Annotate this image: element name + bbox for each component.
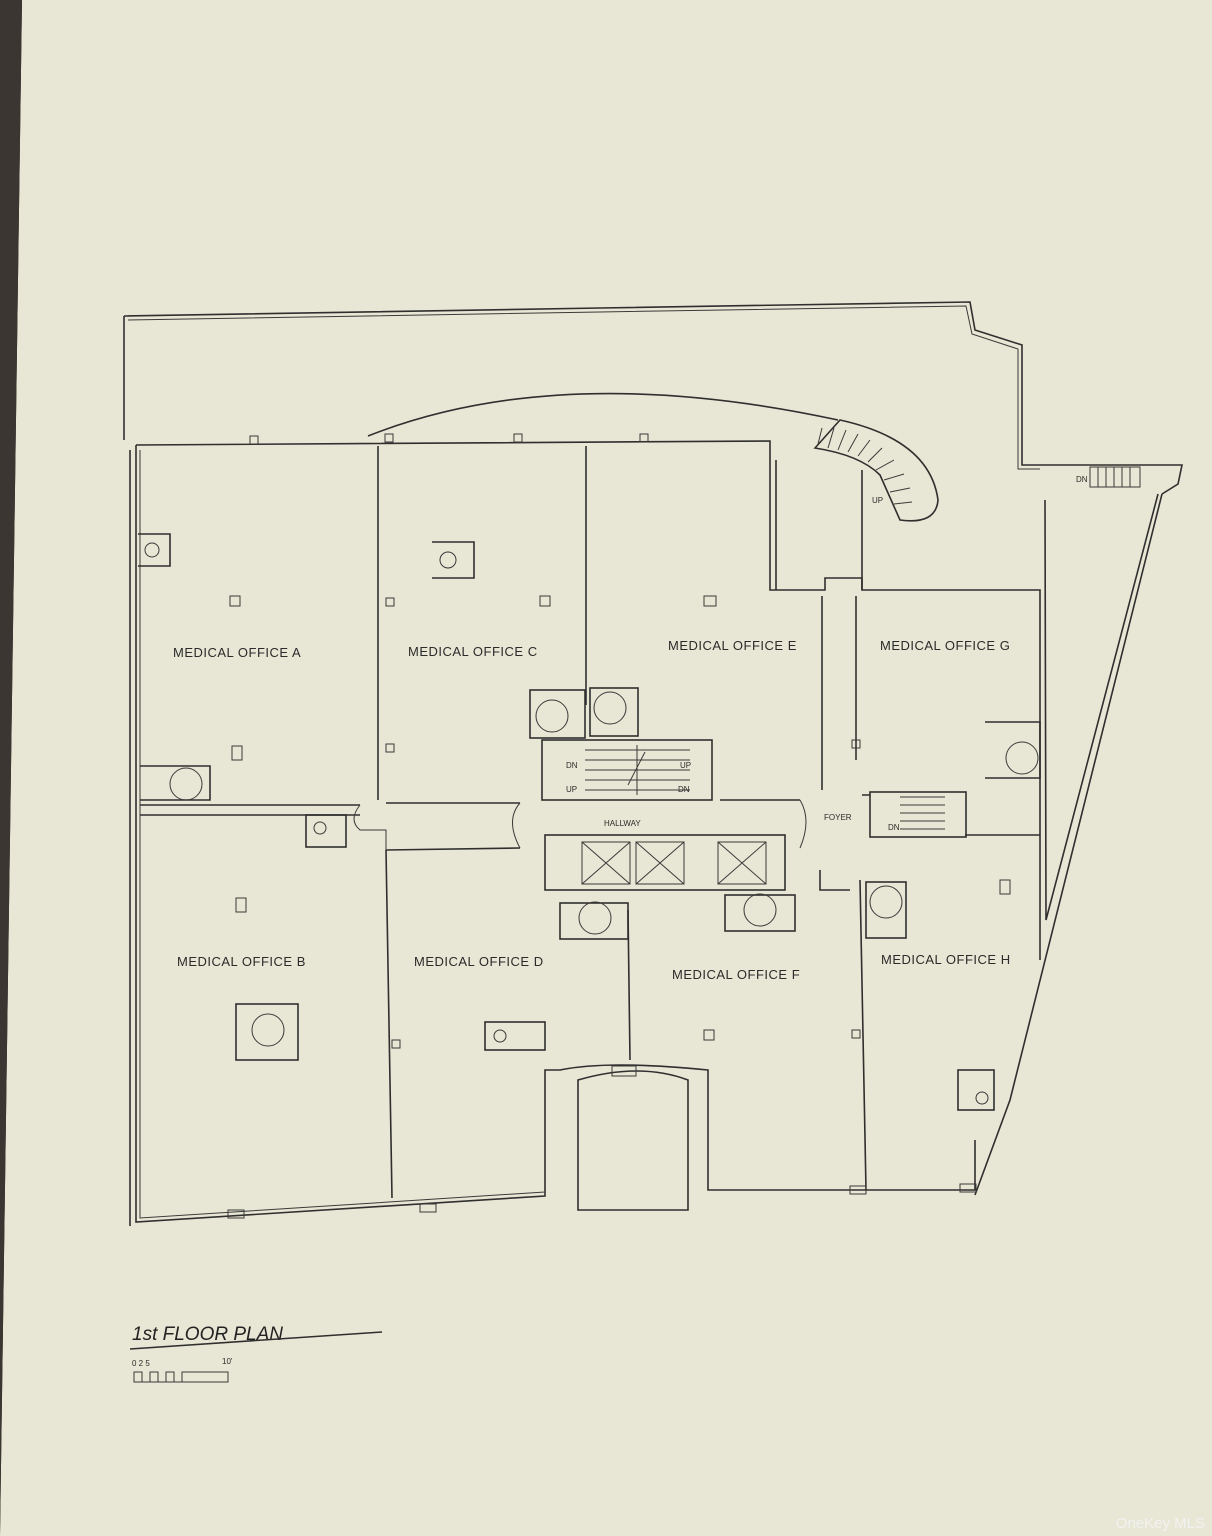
central-stair-up-label-1: UP <box>680 761 691 770</box>
paper-shadow-edge <box>0 0 22 1536</box>
room-label-b: MEDICAL OFFICE B <box>177 954 306 969</box>
central-stair-dn-label: DN <box>566 761 578 770</box>
side-stair <box>869 791 967 838</box>
site-boundary-inner <box>127 305 1040 470</box>
elevator-block <box>544 834 786 891</box>
hallway-top-wall <box>140 794 1040 836</box>
curved-stair-treads <box>817 427 913 505</box>
restroom-h-bottom <box>957 1069 995 1111</box>
room-label-g: MEDICAL OFFICE G <box>880 638 1010 653</box>
building-outline <box>129 440 1041 1226</box>
right-exterior-stair <box>1089 466 1141 488</box>
central-stair-dn-label-2: DN <box>678 785 690 794</box>
central-stair-up-label-2: UP <box>566 785 577 794</box>
restroom-g <box>985 721 1041 779</box>
wall-f-h <box>859 879 867 1191</box>
elevator-3 <box>717 841 767 885</box>
restroom-a-top <box>138 533 171 567</box>
restroom-c-e <box>529 687 639 739</box>
room-label-e: MEDICAL OFFICE E <box>668 638 797 653</box>
restroom-d-top <box>559 901 629 940</box>
diagonal-boundary <box>974 493 1163 1196</box>
side-stair-treads <box>900 796 945 830</box>
scale-numbers: 0 2 5 <box>132 1359 150 1368</box>
central-stair <box>541 739 713 801</box>
watermark: OneKey MLS <box>1116 1515 1205 1532</box>
curved-stair-up-label: UP <box>872 496 883 505</box>
plan-title: 1st FLOOR PLAN <box>132 1324 283 1345</box>
restroom-f-top <box>724 893 796 932</box>
room-label-c: MEDICAL OFFICE C <box>408 644 538 659</box>
right-exterior-stair-treads <box>1097 467 1131 487</box>
hallway-corridor-lines <box>353 799 807 850</box>
restroom-h-top <box>865 881 907 939</box>
foyer-label: FOYER <box>824 813 852 822</box>
floor-plan <box>123 301 1183 1226</box>
left-wall-double <box>139 450 546 1219</box>
restroom-d-bottom <box>484 1021 546 1051</box>
scale-bar <box>133 1371 229 1383</box>
exterior-stair-dn-label: DN <box>1076 475 1088 484</box>
entrance-vestibule <box>577 1070 689 1211</box>
central-stair-treads <box>585 745 690 795</box>
curved-canopy <box>367 392 839 437</box>
room-label-a: MEDICAL OFFICE A <box>173 645 301 660</box>
restroom-c <box>432 541 475 579</box>
room-label-f: MEDICAL OFFICE F <box>672 967 800 982</box>
scale-end: 10' <box>222 1357 233 1366</box>
restroom-b <box>235 1003 299 1061</box>
wall-stair-area <box>775 460 863 590</box>
wall-b-d <box>385 849 393 1199</box>
elevator-1 <box>581 841 631 885</box>
site-boundary <box>123 301 1183 495</box>
room-label-h: MEDICAL OFFICE H <box>881 952 1011 967</box>
columns <box>227 433 1011 1219</box>
restroom-hall-left <box>305 814 347 848</box>
restroom-a-bottom <box>140 765 211 801</box>
room-label-d: MEDICAL OFFICE D <box>414 954 544 969</box>
plan-title-underline <box>129 1331 383 1350</box>
elevator-2 <box>635 841 685 885</box>
hallway-label: HALLWAY <box>604 819 641 828</box>
curved-stair <box>813 419 939 522</box>
side-stair-dn-label: DN <box>888 823 900 832</box>
